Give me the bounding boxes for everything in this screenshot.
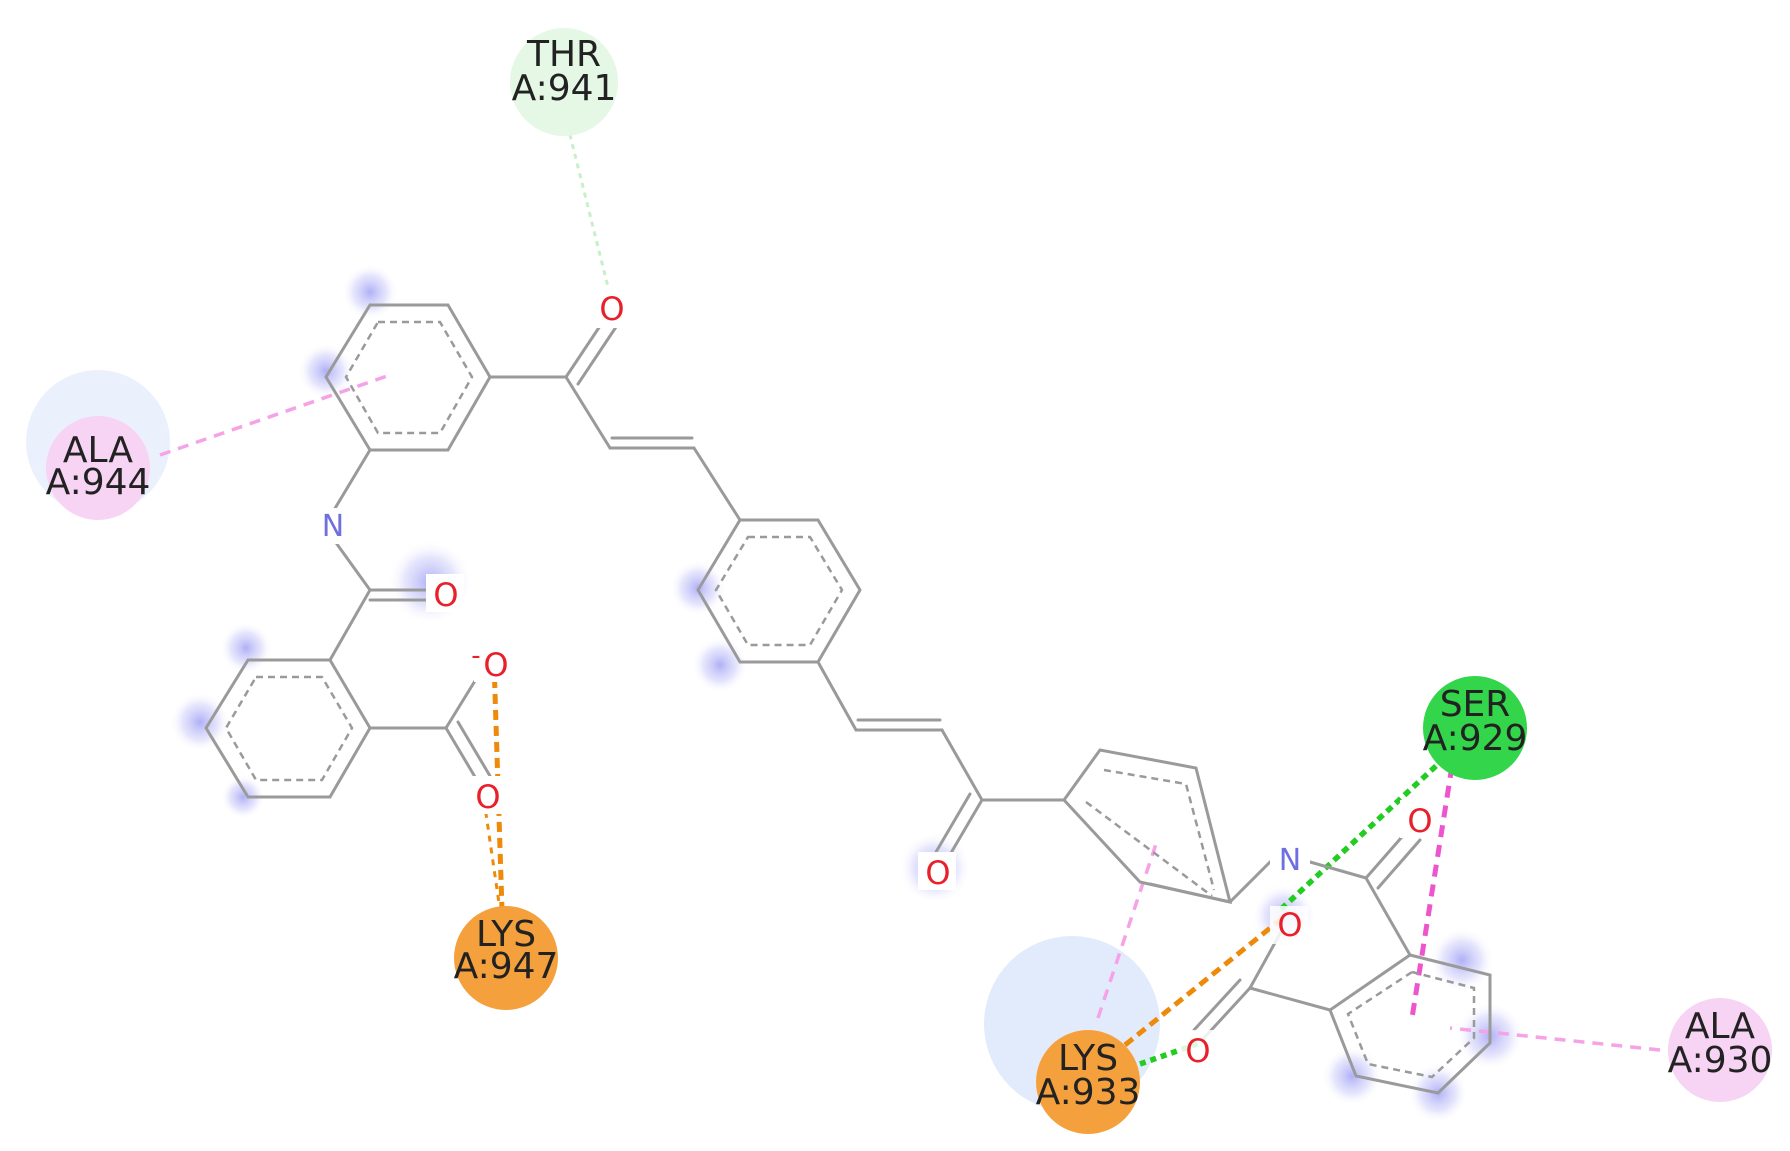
- halo: [1322, 1046, 1382, 1106]
- solvent-halos: [170, 264, 1524, 1123]
- residue-name: SER: [1440, 684, 1511, 725]
- atom-labels: O N O O - O O N O O O: [314, 288, 1438, 1070]
- residue-chain-number: A:944: [46, 462, 151, 503]
- label-bg: [1400, 800, 1438, 838]
- bond: [1364, 876, 1412, 957]
- residue-name: THR: [526, 34, 601, 75]
- bond-n-left: [332, 538, 372, 592]
- ring-e: [204, 658, 372, 799]
- atom-o-carbonyl-mid: O: [925, 854, 950, 892]
- residues: THR A:941 ALA A:944 LYS A:947 SER A:929 …: [46, 28, 1773, 1134]
- ring-c-aromatic: [1103, 768, 1216, 891]
- ligand-molecule: [204, 303, 1492, 1095]
- halo: [221, 775, 265, 819]
- halo: [298, 343, 354, 399]
- label-bg: [426, 574, 464, 612]
- pi-sigma-ser929: [1409, 765, 1455, 1019]
- salt-bridge-lys947-a: [491, 661, 505, 911]
- bond: [328, 588, 372, 662]
- ring-b-aromatic: [714, 535, 844, 647]
- residue-disc: [1423, 676, 1527, 780]
- ring-a-aromatic: [344, 320, 474, 435]
- residue-disc: [46, 416, 150, 520]
- label-bg: [1270, 842, 1310, 878]
- residue-ala930: ALA A:930: [1668, 998, 1773, 1102]
- bond-to-n-left: [332, 448, 372, 512]
- residue-chain-number: A:929: [1423, 718, 1528, 759]
- pi-alkyl-ala944: [159, 373, 391, 457]
- atom-charge-minus: -: [471, 641, 480, 671]
- residue-chain-number: A:930: [1668, 1040, 1773, 1081]
- ring-c: [1062, 748, 1233, 904]
- atom-o-amide-left: O: [433, 576, 458, 614]
- bond: [1148, 882, 1232, 904]
- salt-bridge-lys933-a: [1123, 910, 1292, 1047]
- carbon-hbond-thr941: [563, 114, 612, 296]
- atom-o-carboxyl-right-2: O: [1185, 1032, 1210, 1070]
- bond-co-top: [564, 318, 606, 379]
- bond: [564, 375, 612, 450]
- residue-ser929: SER A:929: [1423, 676, 1528, 780]
- halo: [220, 622, 272, 674]
- bond-cooh-left-2: [444, 726, 480, 784]
- residue-disc: [1668, 998, 1772, 1102]
- label-bg: [314, 508, 354, 544]
- atom-o-carboxyl-left-1: O: [483, 646, 508, 684]
- bond: [692, 446, 742, 522]
- residue-name: ALA: [63, 430, 134, 471]
- ring-e-aromatic: [224, 675, 354, 782]
- residue-ala944: ALA A:944: [46, 416, 151, 520]
- bond-amide-right-co-double: [1376, 838, 1422, 890]
- residue-lys933: LYS A:933: [1036, 1030, 1141, 1134]
- residue-chain-number: A:947: [454, 946, 559, 987]
- bond-co-mid: [946, 798, 984, 860]
- ring-c-aromatic-2: [1085, 800, 1213, 898]
- bond-cooh-left-2-double: [456, 720, 492, 778]
- atom-n-amide-left: N: [322, 509, 344, 544]
- pi-alkyl-ala930: [1449, 1026, 1661, 1052]
- residue-name: ALA: [1685, 1006, 1756, 1047]
- bond-cooh-right-2-double: [1192, 978, 1242, 1032]
- label-bg: [474, 644, 512, 682]
- residue-thr941: THR A:941: [510, 28, 618, 136]
- bond-co-top-double: [576, 325, 618, 386]
- residue-chain-number: A:933: [1036, 1072, 1141, 1113]
- residue-name: LYS: [476, 914, 536, 955]
- residue-lys947: LYS A:947: [454, 906, 559, 1010]
- bond: [1248, 986, 1332, 1012]
- bond-co-mid-double: [934, 792, 972, 854]
- atom-o-carbonyl-top: O: [599, 290, 624, 328]
- bond-n-right: [1308, 860, 1368, 880]
- label-bg: [1178, 1030, 1216, 1068]
- residue-disc: [1036, 1030, 1140, 1134]
- atom-o-carboxyl-right-1: O: [1277, 906, 1302, 944]
- halo: [170, 692, 230, 752]
- ring-a: [324, 303, 492, 452]
- salt-bridge-lys947-b: [482, 799, 502, 911]
- atom-o-carboxyl-left-2: O: [475, 778, 500, 816]
- bond: [816, 660, 858, 732]
- halo: [1430, 928, 1494, 992]
- ring-d-aromatic: [1346, 970, 1476, 1079]
- atom-o-amide-right: O: [1407, 802, 1432, 840]
- label-bg: [1270, 906, 1308, 944]
- bond: [940, 728, 984, 802]
- atom-n-amide-right: N: [1279, 843, 1301, 878]
- label-bg: [918, 852, 956, 890]
- label-bg: [592, 288, 632, 328]
- bond-cooh-left-1: [444, 674, 480, 730]
- label-bg: [468, 776, 506, 814]
- residue-name: LYS: [1058, 1038, 1118, 1079]
- residue-disc: [454, 906, 558, 1010]
- interaction-lines: [159, 114, 1661, 1067]
- bond-cooh-right-2: [1202, 986, 1252, 1040]
- halo: [342, 264, 398, 320]
- pi-alkyl-lys933: [1096, 837, 1160, 1019]
- residue-disc: [510, 28, 618, 136]
- bond-to-n-right: [1228, 860, 1272, 904]
- halo: [692, 637, 748, 693]
- residue-chain-number: A:941: [512, 68, 617, 109]
